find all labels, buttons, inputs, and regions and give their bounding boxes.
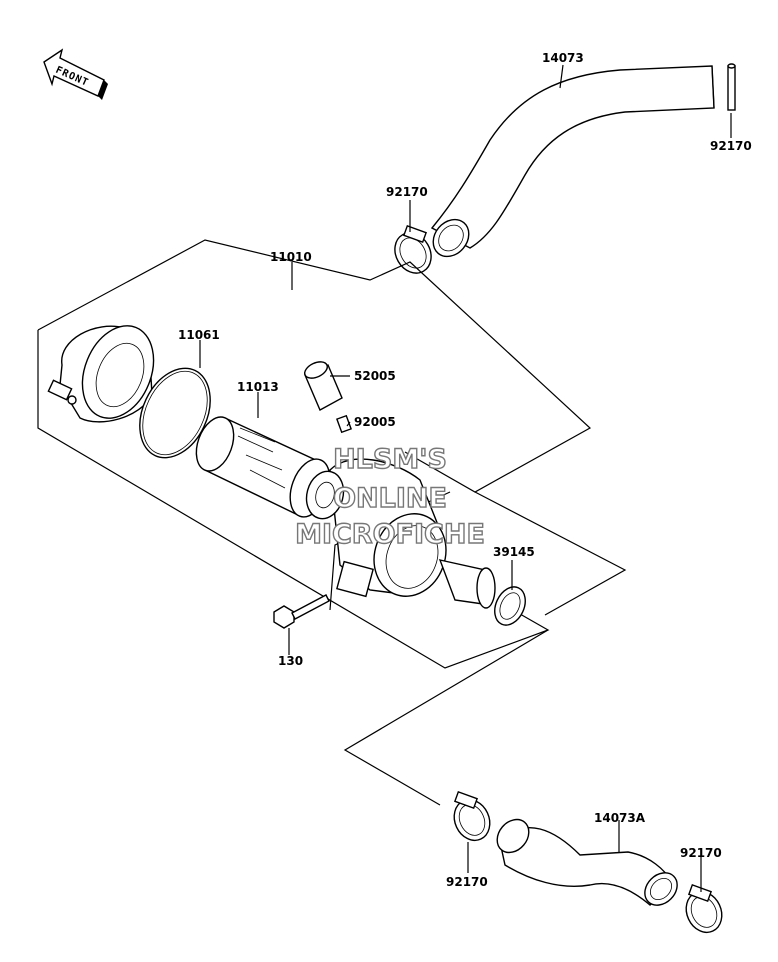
label-92005: 92005	[354, 415, 396, 429]
clamp-92170-upper	[394, 224, 432, 274]
part-labels: 14073 92170 92170 11010 11061 52005 1101…	[178, 51, 752, 889]
label-39145: 39145	[493, 545, 535, 559]
front-arrow-icon: FRONT	[43, 48, 108, 100]
hose-14073	[430, 65, 715, 258]
label-52005: 52005	[354, 369, 396, 383]
label-14073: 14073	[542, 51, 584, 65]
label-92170-top-right: 92170	[710, 139, 752, 153]
clamp-92170-lower-left	[453, 790, 491, 842]
leader-lines	[199, 64, 732, 892]
label-11061: 11061	[178, 328, 220, 342]
o-ring-11061	[139, 367, 211, 459]
label-92170-lower-left: 92170	[446, 875, 488, 889]
cap-52005	[304, 361, 343, 411]
clamp-92170-lower-right	[685, 883, 723, 934]
label-11013: 11013	[237, 380, 279, 394]
fitting-92005	[336, 414, 352, 434]
lower-bracket	[343, 629, 549, 806]
label-14073A: 14073A	[594, 811, 646, 825]
watermark-line-3: MICROFICHE	[294, 518, 485, 550]
label-92170-lower-right: 92170	[680, 846, 722, 860]
bolt-130	[273, 594, 330, 629]
ring-39145	[494, 586, 526, 626]
label-130: 130	[278, 654, 303, 668]
main-housing-body	[305, 458, 496, 609]
watermark-line-1: HLSM'S	[332, 443, 447, 475]
hose-14073A	[496, 818, 678, 906]
label-11010: 11010	[270, 250, 312, 264]
rod-92170-top	[727, 63, 736, 111]
label-92170-upper-clamp: 92170	[386, 185, 428, 199]
housing-cap-11061	[47, 325, 155, 423]
watermark-line-2: ONLINE	[332, 482, 447, 514]
